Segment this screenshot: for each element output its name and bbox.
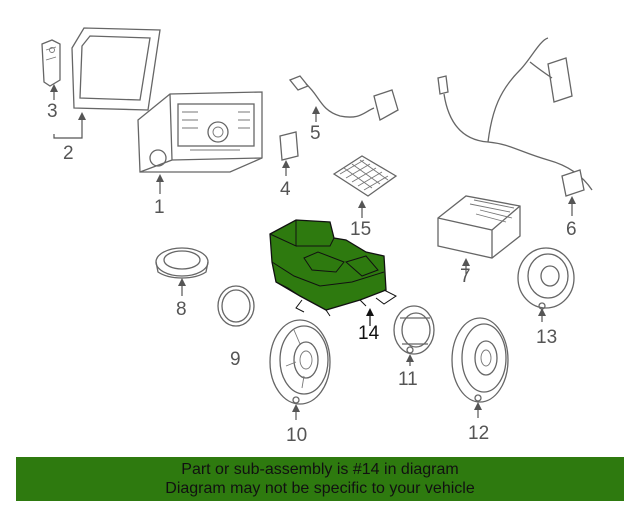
part-5-cable bbox=[288, 75, 399, 122]
part-6-harness bbox=[437, 37, 593, 216]
banner-line-1: Part or sub-assembly is #14 in diagram bbox=[181, 461, 459, 478]
part-15-pad bbox=[332, 155, 398, 218]
callout-13: 13 bbox=[536, 327, 558, 348]
part-9-ring bbox=[217, 285, 255, 327]
callout-5: 5 bbox=[310, 123, 321, 144]
part-7-amplifier bbox=[437, 195, 521, 274]
callout-6: 6 bbox=[566, 219, 577, 240]
part-8-tweeter bbox=[155, 247, 209, 296]
callout-7: 7 bbox=[460, 266, 471, 287]
info-banner: Part or sub-assembly is #14 in diagram D… bbox=[16, 457, 624, 501]
part-11-speaker bbox=[393, 305, 435, 366]
part-4-card bbox=[279, 131, 299, 176]
part-14-highlighted bbox=[269, 219, 397, 326]
callout-15: 15 bbox=[350, 219, 372, 240]
callout-9: 9 bbox=[230, 349, 241, 370]
banner-line-2: Diagram may not be specific to your vehi… bbox=[165, 480, 475, 497]
callout-8: 8 bbox=[176, 299, 187, 320]
part-2-display bbox=[53, 27, 161, 139]
callout-3: 3 bbox=[47, 101, 58, 122]
part-13-speaker bbox=[517, 247, 575, 322]
callout-1: 1 bbox=[154, 197, 165, 218]
callout-14: 14 bbox=[358, 323, 380, 344]
part-10-speaker bbox=[269, 319, 331, 420]
part-1-radio bbox=[137, 91, 263, 194]
callout-11: 11 bbox=[398, 369, 418, 390]
callout-12: 12 bbox=[468, 423, 490, 444]
part-12-speaker bbox=[451, 317, 509, 418]
callout-10: 10 bbox=[286, 425, 308, 446]
part-3-bracket bbox=[41, 39, 61, 100]
callout-4: 4 bbox=[280, 179, 291, 200]
callout-2: 2 bbox=[63, 143, 74, 164]
parts-diagram bbox=[41, 27, 593, 420]
